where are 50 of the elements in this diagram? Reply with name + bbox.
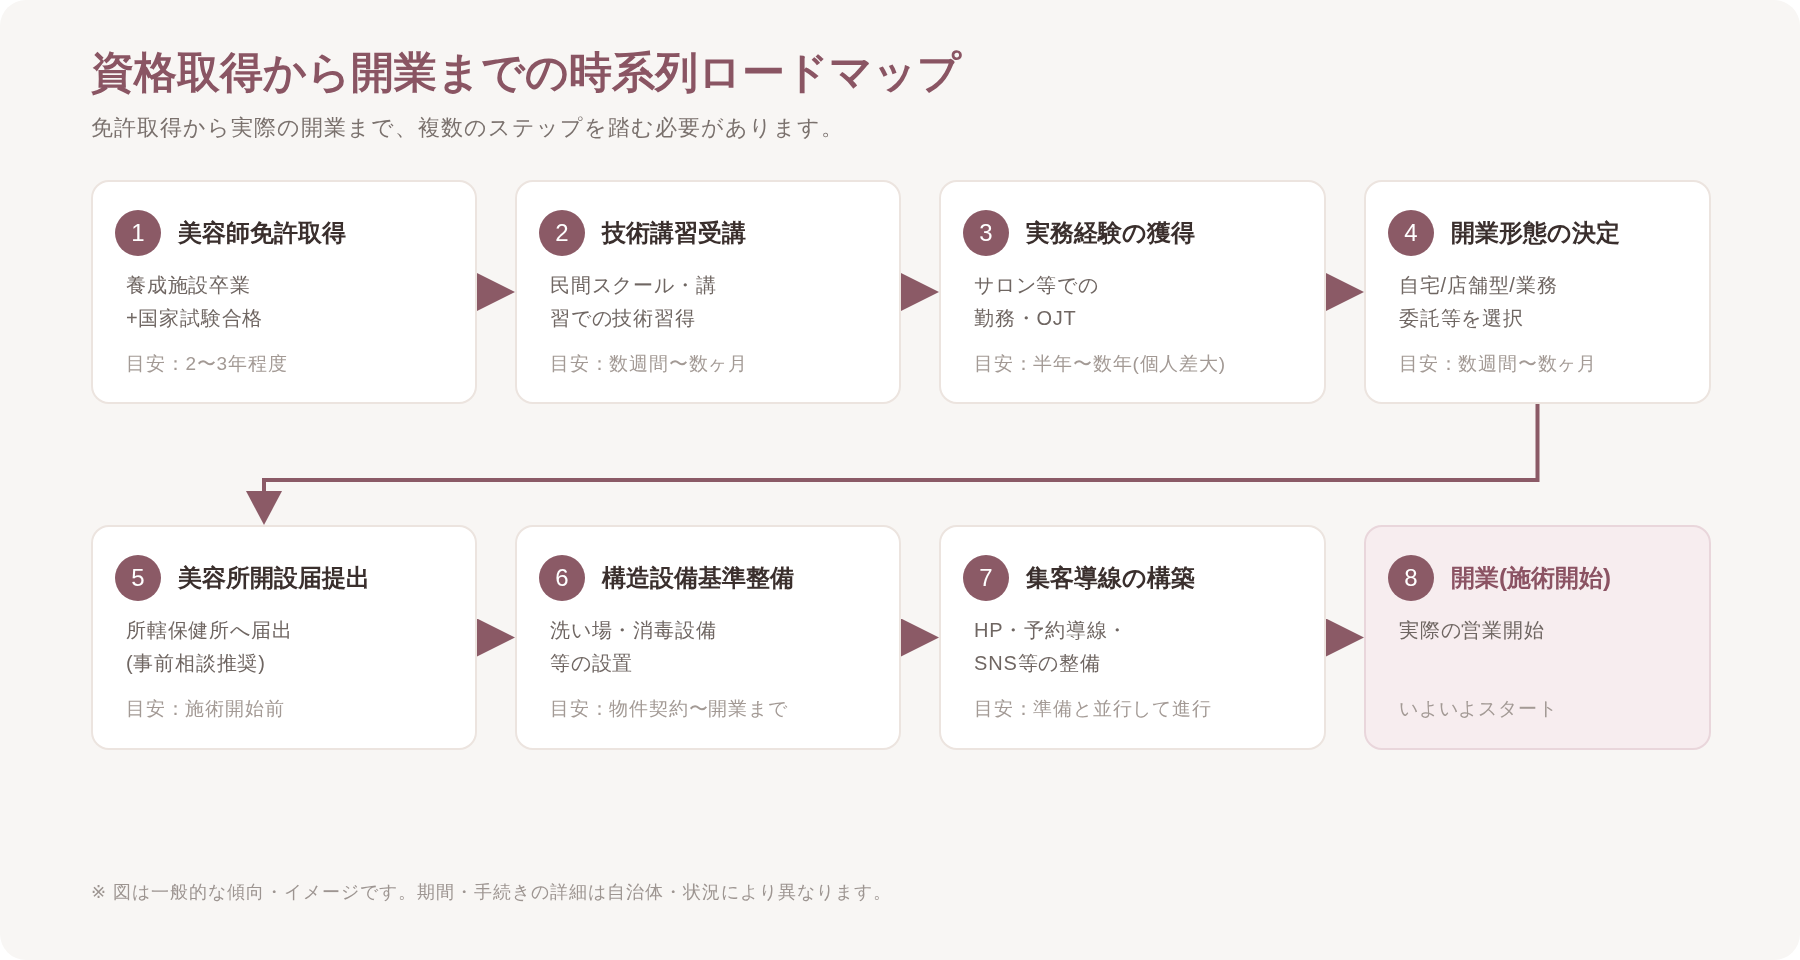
step-card — [515, 525, 901, 750]
step-heading: 実務経験の獲得 — [1026, 218, 1195, 248]
step-heading: 開業形態の決定 — [1451, 218, 1620, 248]
arrow — [901, 273, 939, 311]
step-description: 民間スクール・講習での技術習得 — [550, 273, 718, 331]
arrow — [246, 404, 1540, 525]
step-number-badge: 1 — [115, 210, 161, 256]
arrow — [1326, 273, 1364, 311]
step-description: 自宅/店舗型/業務委託等を選択 — [1399, 273, 1559, 331]
step-card — [939, 525, 1326, 750]
step-heading: 美容所開設届提出 — [178, 563, 370, 593]
step-card — [939, 180, 1326, 404]
step-description: 実際の営業開始 — [1399, 618, 1546, 643]
step-note: 目安：施術開始前 — [126, 697, 285, 721]
step-card — [91, 180, 477, 404]
step-note: 目安：数週間〜数ヶ月 — [1399, 352, 1597, 376]
arrow — [1326, 618, 1364, 657]
step-heading: 開業(施術開始) — [1451, 563, 1611, 593]
step-note: 目安：数週間〜数ヶ月 — [550, 352, 748, 376]
step-description: サロン等での勤務・OJT — [974, 273, 1100, 331]
step-number-badge: 4 — [1388, 210, 1434, 256]
subtitle: 免許取得から実際の開業まで、複数のステップを踏む必要があります。 — [91, 114, 844, 142]
step-card — [1364, 525, 1711, 750]
step-number-badge: 5 — [115, 555, 161, 601]
step-description: 所轄保健所へ届出(事前相談推奨) — [126, 618, 294, 676]
step-number-badge: 6 — [539, 555, 585, 601]
step-description: HP・予約導線・SNS等の整備 — [974, 618, 1130, 676]
step-heading: 美容師免許取得 — [178, 218, 346, 248]
arrow — [477, 273, 515, 311]
arrow — [901, 618, 939, 657]
arrow — [477, 618, 515, 657]
step-heading: 集客導線の構築 — [1026, 563, 1195, 593]
step-note: 目安：物件契約〜開業まで — [550, 697, 788, 721]
step-description: 洗い場・消毒設備等の設置 — [550, 618, 718, 676]
step-number-badge: 7 — [963, 555, 1009, 601]
step-card — [1364, 180, 1711, 404]
step-number-badge: 8 — [1388, 555, 1434, 601]
title: 資格取得から開業までの時系列ロードマップ — [91, 48, 961, 98]
step-card — [515, 180, 901, 404]
step-note: 目安：半年〜数年(個人差大) — [974, 352, 1226, 376]
step-note: いよいよスタート — [1399, 697, 1558, 721]
step-number-badge: 3 — [963, 210, 1009, 256]
footnote: ※ 図は一般的な傾向・イメージです。期間・手続きの詳細は自治体・状況により異なります。 — [91, 881, 893, 904]
step-note: 目安：準備と並行して進行 — [974, 697, 1212, 721]
step-card — [91, 525, 477, 750]
step-heading: 技術講習受講 — [602, 218, 746, 248]
step-heading: 構造設備基準整備 — [602, 563, 794, 593]
step-note: 目安：2〜3年程度 — [126, 352, 288, 376]
step-number-badge: 2 — [539, 210, 585, 256]
step-description: 養成施設卒業+国家試験合格 — [126, 273, 265, 331]
